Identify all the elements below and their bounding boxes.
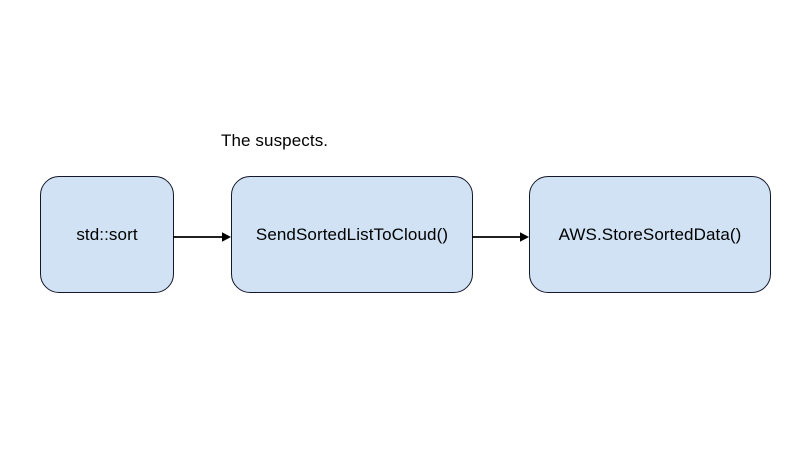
arrow-right-icon: [472, 232, 529, 242]
flow-node-label: SendSortedListToCloud(): [255, 224, 449, 244]
flow-node-send-sorted-list-to-cloud[interactable]: SendSortedListToCloud(): [231, 176, 473, 293]
flow-node-aws-store-sorted-data[interactable]: AWS.StoreSortedData(): [529, 176, 771, 293]
flow-edge-1[interactable]: [173, 226, 232, 248]
flow-node-std-sort[interactable]: std::sort: [40, 176, 174, 293]
diagram-caption: The suspects.: [221, 131, 329, 150]
flow-edge-2[interactable]: [472, 226, 530, 248]
flow-node-label: AWS.StoreSortedData(): [558, 224, 742, 244]
flow-node-label: std::sort: [76, 224, 138, 244]
arrow-right-icon: [173, 232, 231, 242]
